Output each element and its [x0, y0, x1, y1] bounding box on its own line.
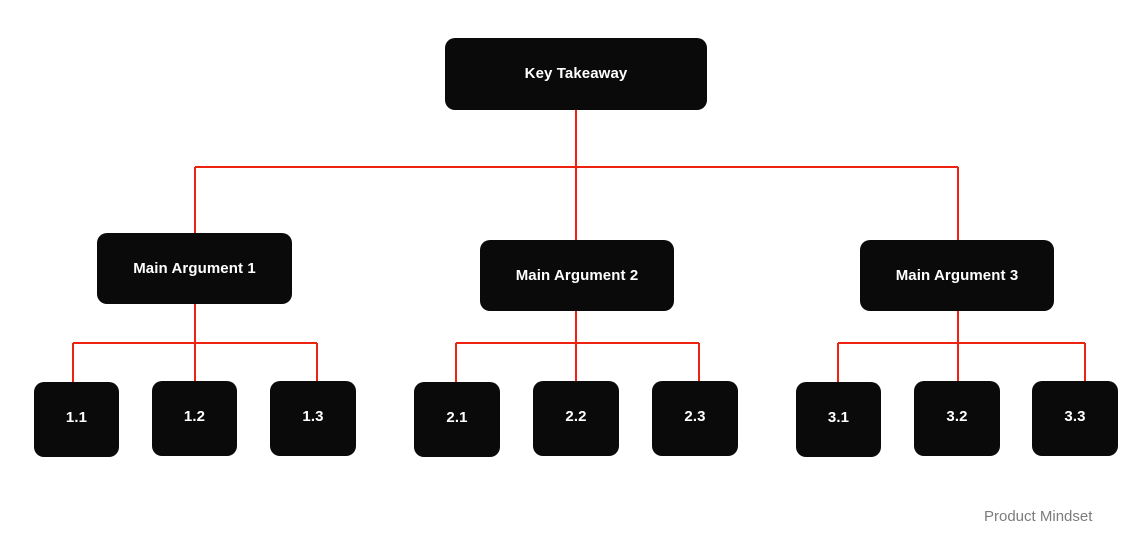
node-leaf-1-1-label: 1.1 — [65, 408, 88, 426]
node-leaf-3-2[interactable]: 3.2 — [914, 381, 1000, 456]
node-branch-1-label: Main Argument 1 — [133, 259, 256, 277]
node-leaf-3-1-label: 3.1 — [827, 408, 850, 426]
node-branch-3-label: Main Argument 3 — [895, 266, 1019, 284]
node-leaf-2-3[interactable]: 2.3 — [652, 381, 738, 456]
node-leaf-1-2-label: 1.2 — [183, 407, 206, 425]
node-leaf-1-1[interactable]: 1.1 — [34, 382, 119, 457]
watermark: Product Mindset — [984, 508, 1093, 525]
node-leaf-2-2[interactable]: 2.2 — [533, 381, 619, 456]
node-branch-2-label: Main Argument 2 — [515, 266, 639, 284]
node-branch-3[interactable]: Main Argument 3 — [860, 240, 1054, 311]
node-leaf-3-3[interactable]: 3.3 — [1032, 381, 1118, 456]
node-leaf-2-2-label: 2.2 — [565, 407, 587, 425]
node-root[interactable]: Key Takeaway — [445, 38, 707, 110]
node-root-label: Key Takeaway — [524, 65, 628, 83]
node-branch-1[interactable]: Main Argument 1 — [97, 233, 292, 304]
node-leaf-2-1[interactable]: 2.1 — [414, 382, 500, 457]
node-leaf-2-1-label: 2.1 — [446, 408, 468, 426]
node-leaf-1-3-label: 1.3 — [302, 407, 324, 425]
node-leaf-3-3-label: 3.3 — [1064, 407, 1086, 425]
node-leaf-1-3[interactable]: 1.3 — [270, 381, 356, 456]
node-leaf-3-1[interactable]: 3.1 — [796, 382, 881, 457]
node-leaf-3-2-label: 3.2 — [946, 407, 968, 425]
node-leaf-1-2[interactable]: 1.2 — [152, 381, 237, 456]
node-leaf-2-3-label: 2.3 — [684, 407, 706, 425]
node-branch-2[interactable]: Main Argument 2 — [480, 240, 674, 311]
